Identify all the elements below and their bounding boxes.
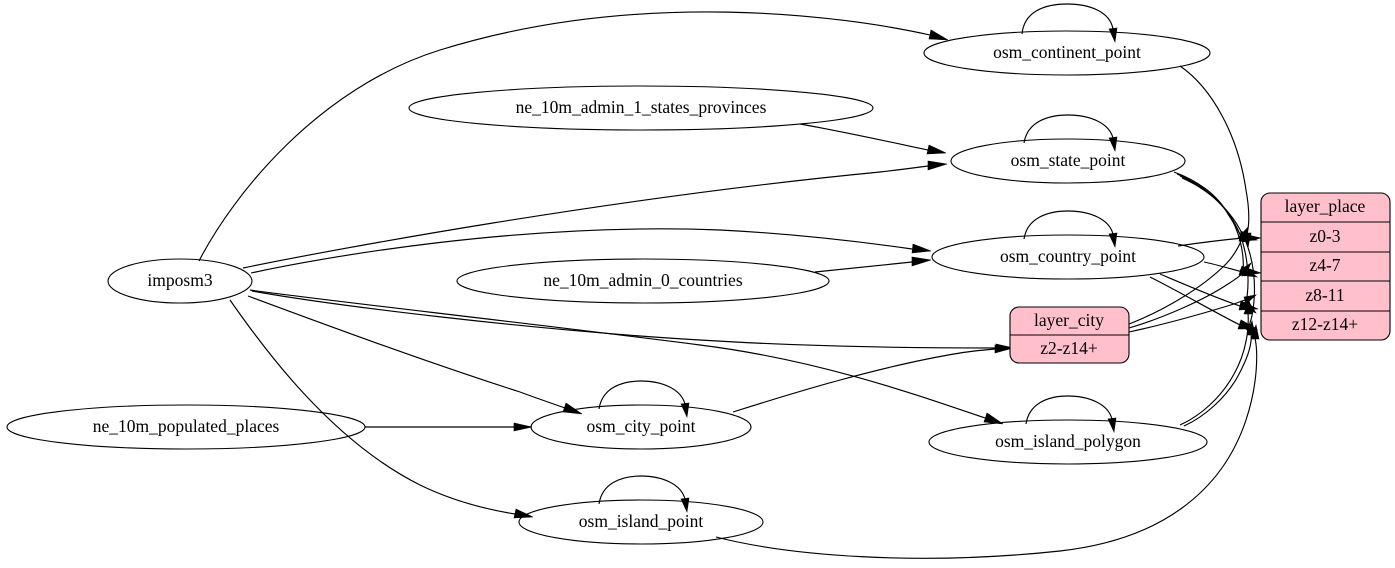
edge-osm_country_point-to-layer_place-z12-z14	[1149, 276, 1241, 326]
edge-osm_state_point-to-layer_place-z12-z14	[1181, 177, 1256, 329]
selfloop-osm_state_point	[1023, 114, 1114, 144]
node-layer-place[interactable]: layer_place z0-3 z4-7 z8-11 z12-z14+	[1260, 192, 1391, 341]
layer-place-row-z4-7[interactable]: z4-7	[1309, 255, 1340, 275]
node-label-osm-country-point: osm_country_point	[1000, 246, 1136, 266]
edge-layer_city-to-layer_place-z4-7	[1128, 272, 1244, 329]
arrowhead-icon	[1108, 232, 1118, 249]
edge-imposm3-to-osm_island_polygon	[249, 289, 986, 419]
node-label-osm-island-polygon: osm_island_polygon	[995, 431, 1141, 451]
edge-osm_state_point-to-layer_place-z4-7	[1176, 173, 1244, 275]
node-ne-10m-admin-0-countries[interactable]: ne_10m_admin_0_countries	[456, 258, 830, 304]
edge-osm_island_polygon-to-layer_place-z8-11	[1179, 312, 1249, 426]
edge-ne_countries-to-osm_country_point	[814, 261, 913, 273]
node-osm-continent-point[interactable]: osm_continent_point	[923, 30, 1211, 76]
edge-osm_state_point-to-layer_place-z0-3	[1173, 171, 1243, 239]
node-imposm3[interactable]: imposm3	[107, 258, 253, 304]
arrowhead-icon	[994, 344, 1014, 354]
edge-ne_states-to-osm_state_point	[799, 123, 929, 151]
edge-osm_island_point-to-layer_place-z12-z14	[715, 337, 1258, 559]
node-label-ne-populated: ne_10m_populated_places	[93, 416, 280, 436]
node-label-osm-island-point: osm_island_point	[579, 511, 704, 531]
node-osm-island-polygon[interactable]: osm_island_polygon	[928, 419, 1208, 465]
node-label-osm-state-point: osm_state_point	[1011, 150, 1126, 170]
arrowhead-icon	[680, 402, 690, 419]
node-osm-state-point[interactable]: osm_state_point	[950, 138, 1186, 184]
selfloop-osm_island_point	[598, 475, 686, 505]
node-ne-10m-populated-places[interactable]: ne_10m_populated_places	[6, 404, 366, 450]
node-osm-country-point[interactable]: osm_country_point	[931, 234, 1205, 280]
arrowhead-icon	[911, 243, 932, 254]
node-label-osm-city-point: osm_city_point	[587, 416, 696, 436]
selfloop-osm_city_point	[598, 380, 686, 410]
edge-imposm3-to-osm_state_point	[242, 165, 929, 269]
node-label-imposm3: imposm3	[147, 270, 212, 290]
edge-imposm3-to-osm_city_point	[247, 295, 566, 409]
edge-imposm3-to-osm_continent_point	[198, 11, 931, 262]
arrowhead-icon	[1246, 319, 1256, 336]
edge-imposm3-to-osm_island_point	[229, 299, 516, 515]
arrowhead-icon	[1243, 294, 1257, 305]
edge-layer	[198, 3, 1262, 559]
arrowhead-icon	[562, 402, 583, 415]
node-osm-island-point[interactable]: osm_island_point	[518, 499, 764, 545]
edge-layer_city-to-layer_place-z8-11	[1128, 299, 1246, 333]
arrowhead-icon	[1107, 417, 1117, 434]
arrowhead-icon	[1237, 225, 1249, 242]
selfloop-osm_island_polygon	[1025, 395, 1113, 425]
arrowhead-icon	[1108, 136, 1118, 153]
layer-place-row-z8-11[interactable]: z8-11	[1305, 285, 1344, 305]
edge-imposm3-to-layer_city	[251, 290, 997, 349]
node-osm-city-point[interactable]: osm_city_point	[530, 404, 752, 450]
arrowhead-icon	[513, 422, 533, 432]
node-layer: imposm3 ne_10m_admin_1_states_provinces …	[6, 30, 1391, 545]
arrowhead-icon	[927, 160, 948, 171]
node-ne-10m-admin-1-states-provinces[interactable]: ne_10m_admin_1_states_provinces	[408, 85, 874, 131]
arrowhead-icon	[1243, 298, 1253, 315]
layer-city-row-z2-z14[interactable]: z2-z14+	[1040, 338, 1098, 358]
edge-imposm3-to-osm_country_point	[250, 228, 913, 274]
node-label-osm-continent-point: osm_continent_point	[993, 42, 1141, 62]
arrowhead-icon	[513, 508, 534, 519]
node-layer-city[interactable]: layer_city z2-z14+	[1009, 306, 1130, 364]
arrowhead-icon	[1250, 323, 1260, 340]
edge-osm_country_point-to-layer_place-z4-7	[1203, 261, 1244, 273]
arrowhead-icon	[926, 144, 947, 155]
arrowhead-icon	[911, 256, 932, 267]
arrowhead-icon	[928, 29, 949, 41]
arrowhead-icon	[680, 497, 690, 514]
node-label-ne-states: ne_10m_admin_1_states_provinces	[516, 97, 767, 117]
edge-osm_country_point-to-layer_place-z0-3	[1177, 237, 1244, 247]
arrowhead-icon	[1108, 27, 1118, 44]
edge-osm_island_polygon-to-layer_place-z12-z14	[1183, 333, 1252, 427]
edge-osm_city_point-to-layer_city	[732, 348, 996, 413]
node-label-ne-countries: ne_10m_admin_0_countries	[543, 270, 742, 290]
selfloop-osm_country_point	[1023, 210, 1114, 240]
layer-place-row-z0-3[interactable]: z0-3	[1309, 226, 1340, 246]
layer-city-header-label: layer_city	[1034, 310, 1104, 330]
layer-place-row-z12-z14[interactable]: z12-z14+	[1292, 314, 1358, 334]
selfloop-osm_continent_point	[1021, 3, 1114, 35]
edge-layer_city-to-layer_place-z0-3	[1128, 238, 1243, 325]
arrowhead-icon	[1239, 262, 1252, 277]
edge-osm_country_point-to-layer_place-z8-11	[1159, 273, 1241, 307]
edge-osm_continent_point-to-layer_place-z0-3	[1179, 65, 1250, 235]
layer-place-header-label: layer_place	[1285, 196, 1366, 216]
